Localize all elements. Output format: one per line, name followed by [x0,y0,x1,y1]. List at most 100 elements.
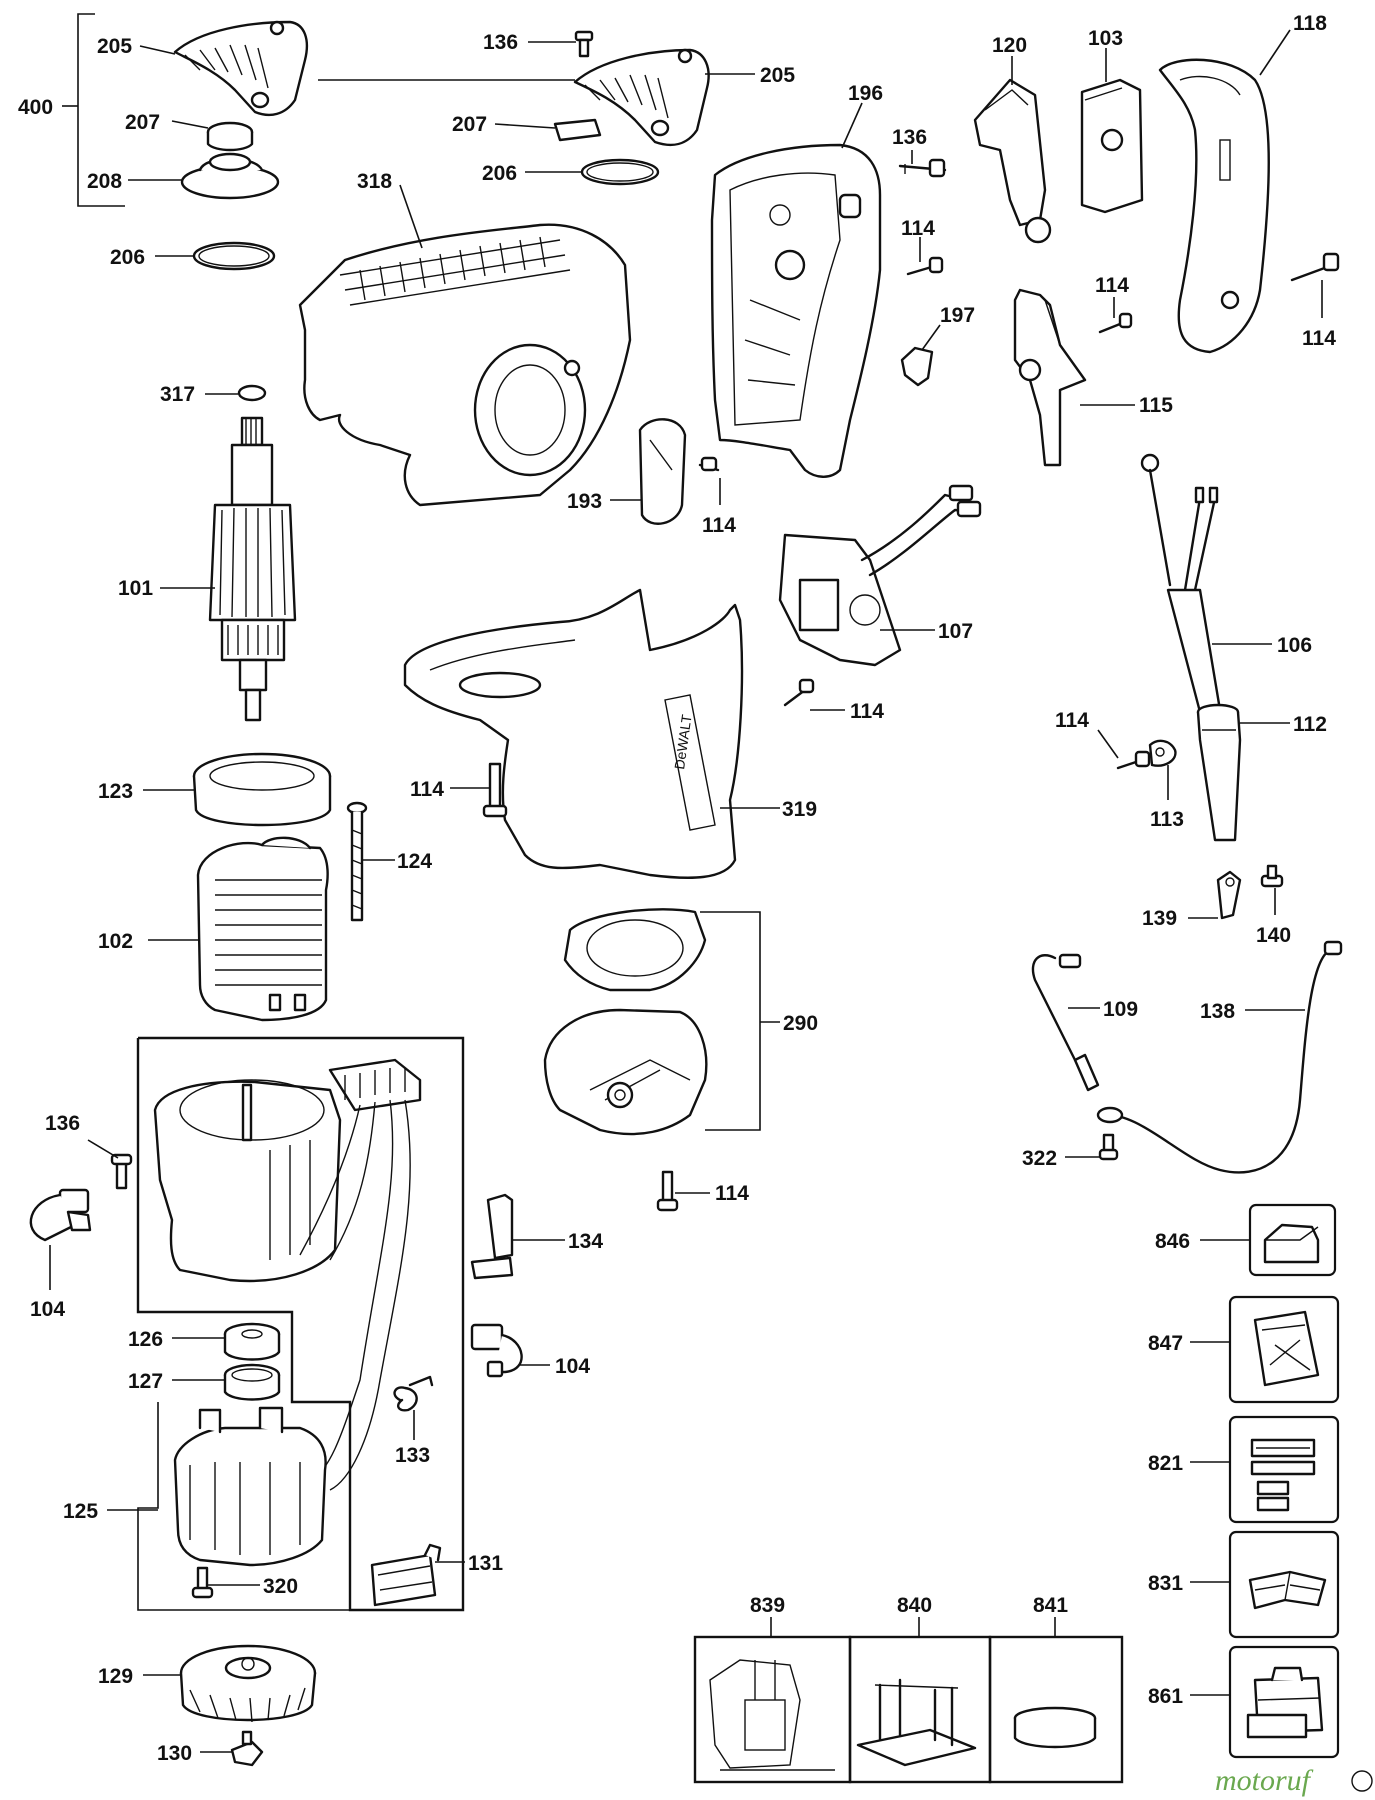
label-114-c: 114 [1095,274,1129,297]
group-400: 400 [18,13,125,207]
ground-wire-icon [1096,940,1343,1174]
label-113: 113 [1150,808,1184,831]
label-193: 193 [567,490,602,513]
label-320: 320 [263,1575,298,1598]
label-208: 208 [87,170,122,193]
o-ring-icon [192,241,276,271]
lever-icon [973,78,1052,244]
switch-icon [1080,78,1144,214]
label-102: 102 [98,930,133,953]
label-821: 821 [1148,1452,1183,1475]
label-206-right: 206 [482,162,517,185]
long-screw-icon [346,801,368,922]
mode-knob-icon [638,418,687,525]
label-290: 290 [783,1012,818,1035]
label-136-top: 136 [483,31,518,54]
label-103: 103 [1088,27,1123,50]
manual-icon [1228,1530,1340,1639]
accessories-box [693,1635,1124,1784]
label-114-g: 114 [1055,709,1089,732]
bracket-icon [370,1543,442,1607]
label-205-right: 205 [760,64,795,87]
switch-bracket-icon [1013,288,1087,467]
screw-icon [230,1730,264,1767]
label-114-d: 114 [702,514,736,537]
label-322: 322 [1022,1147,1057,1170]
wire-harness-icon [299,1058,422,1491]
label-129: 129 [98,1665,133,1688]
field-housing-icon [153,1079,342,1283]
rubber-pad-icon [206,121,254,152]
label-197: 197 [940,304,975,327]
screw-icon [1290,252,1340,282]
label-138: 138 [1200,1000,1235,1023]
label-136-left: 136 [45,1112,80,1135]
screw-icon [906,256,944,276]
label-114-f: 114 [410,778,444,801]
kit-box-icon [1248,1203,1337,1277]
label-846: 846 [1155,1230,1190,1253]
bearing-icon [223,1363,281,1401]
label-206-left: 206 [110,246,145,269]
spring-icon [393,1375,434,1412]
label-318: 318 [357,170,392,193]
label-123: 123 [98,780,133,803]
terminal-icon [1216,870,1242,920]
grease-pack-icon [1228,1295,1340,1404]
label-120: 120 [992,34,1027,57]
screw-icon [482,762,508,818]
label-106: 106 [1277,634,1312,657]
label-124: 124 [397,850,432,873]
connector-icon [470,1193,514,1280]
label-839: 839 [750,1594,785,1617]
label-841: 841 [1033,1594,1068,1617]
brush-icon [470,1323,523,1378]
screw-icon [698,456,720,472]
label-134: 134 [568,1230,603,1253]
support-frame-icon [856,1678,977,1767]
label-140: 140 [1256,924,1291,947]
label-136-upper: 136 [892,126,927,149]
screw-icon [110,1153,133,1190]
o-ring-icon [580,158,660,186]
label-840: 840 [897,1594,932,1617]
cord-clamp-icon [1148,739,1177,767]
label-133: 133 [395,1444,430,1467]
bearing-icon [223,1322,281,1361]
screw-icon [898,158,947,178]
label-118: 118 [1293,12,1327,35]
label-104-left: 104 [30,1298,65,1321]
label-130: 130 [157,1742,192,1765]
label-115: 115 [1139,394,1173,417]
handle-icon [1158,58,1270,354]
label-207-left: 207 [125,111,160,134]
field-coil-icon [196,836,329,1022]
svg-text:DeWALT: DeWALT [671,713,695,770]
rubber-pad-icon [553,118,602,142]
label-205-left: 205 [97,35,132,58]
retaining-ring-icon [237,384,267,402]
label-107: 107 [938,620,973,643]
watermark-text: motoruf [1215,1764,1314,1797]
label-861: 861 [1148,1685,1183,1708]
label-319: 319 [782,798,817,821]
brush-holder-icon [173,1406,327,1567]
screw-icon [783,678,815,707]
label-196: 196 [848,82,883,105]
label-109: 109 [1103,998,1138,1021]
seal-ring-icon [1013,1706,1097,1749]
brush-icon [29,1188,92,1242]
label-127: 127 [128,1370,163,1393]
switch-assembly-icon [778,484,982,667]
housing-half-icon [710,143,882,478]
stand-icon [709,1659,835,1771]
label-114-h: 114 [715,1182,749,1205]
label-114-a: 114 [901,217,935,240]
screw-icon [1098,1133,1119,1161]
cord-guard-icon [1196,703,1242,842]
copyright-icon [1351,1770,1373,1792]
clip-icon [900,346,934,387]
screw-icon [191,1566,214,1599]
label-131: 131 [468,1552,503,1575]
